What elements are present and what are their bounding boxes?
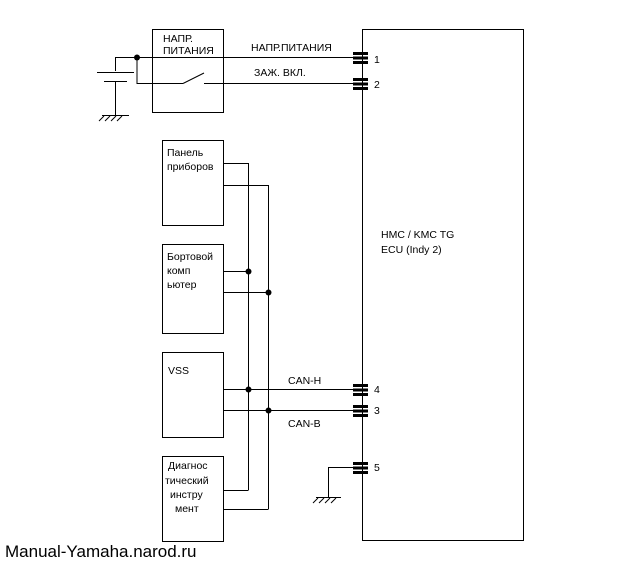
pin-label-5: 5 [374, 462, 380, 474]
ecu-label-line2: ECU (Indy 2) [381, 244, 442, 256]
power-box-label-2: ПИТАНИЯ [163, 45, 214, 57]
trip-computer-box [162, 244, 224, 334]
ground-symbol [98, 115, 129, 122]
can-b-label: CAN-B [288, 418, 321, 430]
can-h-label: CAN-H [288, 375, 321, 387]
pin-4-connector [353, 384, 368, 396]
instrument-panel-label-2: приборов [167, 161, 214, 173]
vss-box [162, 352, 224, 438]
diagnostic-tool-label-3: инстру [170, 489, 203, 501]
pin-2-connector [353, 78, 368, 90]
battery-symbol [97, 57, 137, 115]
instrument-panel-label-1: Панель [167, 147, 204, 159]
ecu-label-line1: HMC / KMC TG [381, 229, 454, 241]
junction-dot [245, 386, 252, 393]
vss-label: VSS [168, 365, 189, 377]
diagnostic-tool-label-4: мент [175, 503, 199, 515]
pin-label-3: 3 [374, 405, 380, 417]
trip-computer-label-2: комп [167, 265, 190, 277]
diagnostic-tool-label-1: Диагнос [168, 460, 208, 472]
ignition-wire-label: ЗАЖ. ВКЛ. [254, 67, 306, 79]
junction-dot [265, 289, 272, 296]
ignition-switch [182, 72, 205, 84]
footer-watermark: Manual-Yamaha.narod.ru [5, 542, 197, 561]
instrument-panel-box [162, 140, 224, 226]
pin-label-1: 1 [374, 54, 380, 66]
connector-pins [353, 52, 368, 474]
pin5-ground-wire [328, 467, 356, 497]
pin-1-connector [353, 52, 368, 64]
pin-5-connector [353, 462, 368, 474]
instrument-panel-can-b [223, 185, 269, 509]
junction-dot [245, 268, 252, 275]
diagnostic-tool-box [162, 456, 224, 542]
trip-computer-label-3: ьютер [167, 279, 197, 291]
instrument-panel-can-h [223, 163, 249, 490]
power-box-label-1: НАПР. [163, 33, 193, 45]
power-supply-box [152, 29, 224, 113]
junction-dots [134, 54, 272, 414]
junction-dot [265, 407, 272, 414]
ecu-box [362, 29, 524, 541]
pin-label-2: 2 [374, 79, 380, 91]
pin-label-4: 4 [374, 384, 380, 396]
ignition-wire [136, 57, 183, 84]
pin-3-connector [353, 405, 368, 417]
diagnostic-tool-label-2: тический [165, 475, 209, 487]
power-supply-wire-label: НАПР.ПИТАНИЯ [251, 42, 332, 54]
junction-dot [134, 54, 140, 61]
trip-computer-label-1: Бортовой [167, 251, 213, 263]
